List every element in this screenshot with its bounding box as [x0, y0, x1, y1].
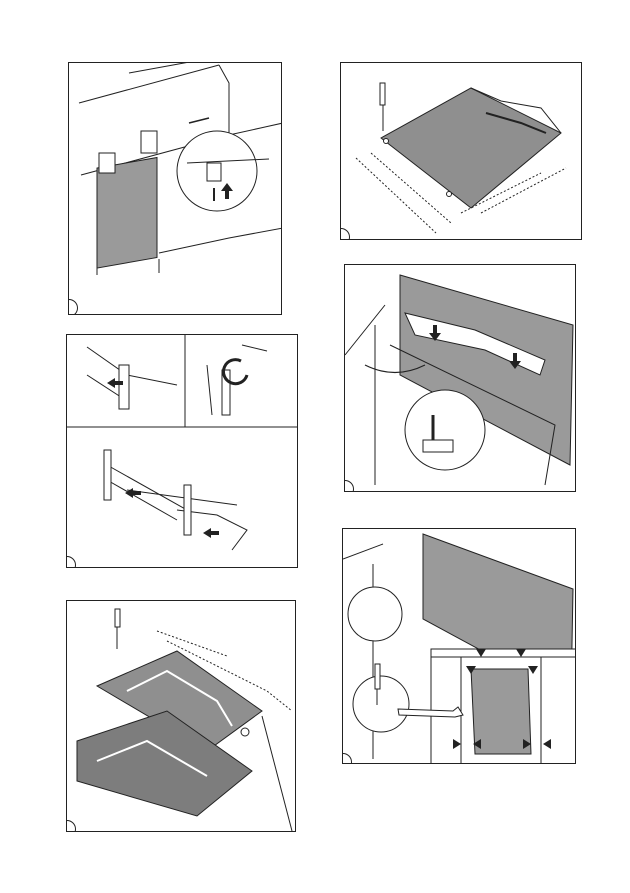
bracket-assembly-illustration [67, 335, 298, 568]
figure-panel-2 [340, 62, 582, 240]
board-screwdriver-illustration [341, 63, 582, 240]
screwdriver-icon [115, 609, 120, 649]
figure-panel-5 [66, 600, 296, 832]
figure-panel-3 [66, 334, 298, 568]
figure-panel-1 [68, 62, 282, 315]
door-alignment-illustration [343, 529, 576, 764]
figure-panel-6 [342, 528, 576, 764]
screwdriver-icon [380, 83, 385, 131]
cabinet-door-illustration [69, 63, 282, 315]
door-hinge-adjustment-illustration [345, 265, 576, 492]
figure-panel-4 [344, 264, 576, 492]
arrow-icon [125, 488, 141, 498]
board-dimension-illustration [67, 601, 296, 832]
